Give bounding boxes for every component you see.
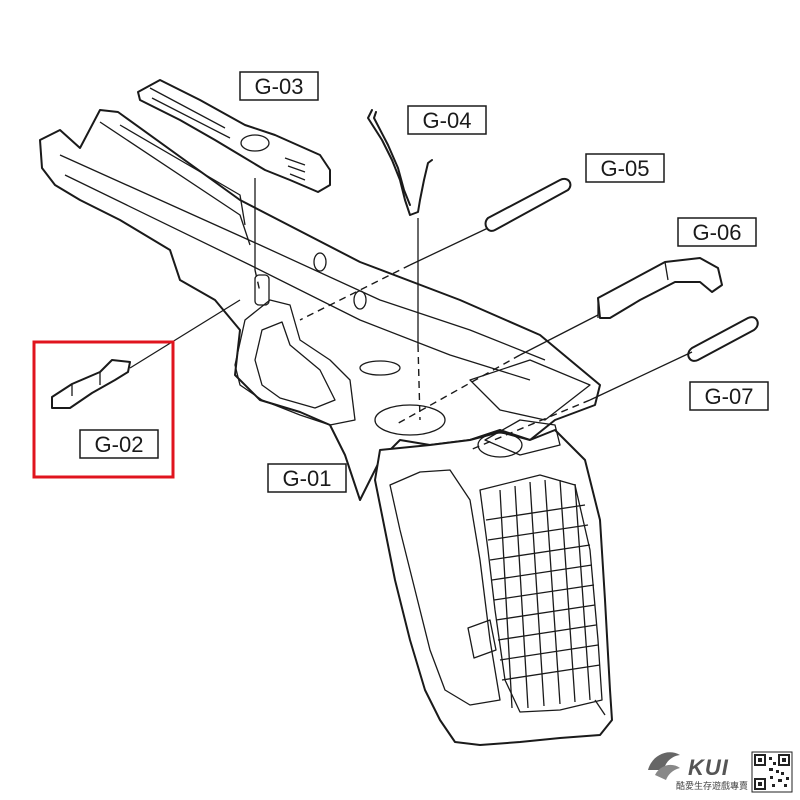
label-g07: G-07	[689, 381, 769, 411]
kui-logo: KUI 酷愛生存遊戲專賣	[648, 752, 748, 792]
label-g01-text: G-01	[283, 466, 332, 491]
qr-code	[751, 751, 793, 793]
brand-name: KUI	[688, 755, 729, 780]
frame-part-g01	[39, 109, 613, 746]
part-g07	[687, 316, 759, 362]
label-g05: G-05	[585, 153, 665, 183]
label-g04: G-04	[407, 105, 487, 135]
part-g05	[484, 178, 572, 232]
brand-tagline: 酷愛生存遊戲專賣	[676, 780, 748, 792]
label-g03-text: G-03	[255, 74, 304, 99]
label-g04-text: G-04	[423, 108, 472, 133]
label-g01: G-01	[267, 463, 347, 493]
label-g02-text: G-02	[95, 432, 144, 457]
part-g02	[51, 359, 131, 409]
part-g06	[597, 257, 723, 319]
label-g03: G-03	[239, 71, 319, 101]
highlight-box-g02	[32, 340, 175, 479]
label-g05-text: G-05	[601, 156, 650, 181]
label-g07-text: G-07	[705, 384, 754, 409]
label-g02: G-02	[79, 429, 159, 459]
part-g03	[137, 79, 331, 193]
part-g04	[367, 109, 433, 216]
label-g06-text: G-06	[693, 220, 742, 245]
grip-checkering-pattern	[485, 479, 601, 709]
watermark: KUI 酷愛生存遊戲專賣	[648, 751, 793, 793]
label-g06: G-06	[677, 217, 757, 247]
assembly-lines	[129, 178, 693, 451]
